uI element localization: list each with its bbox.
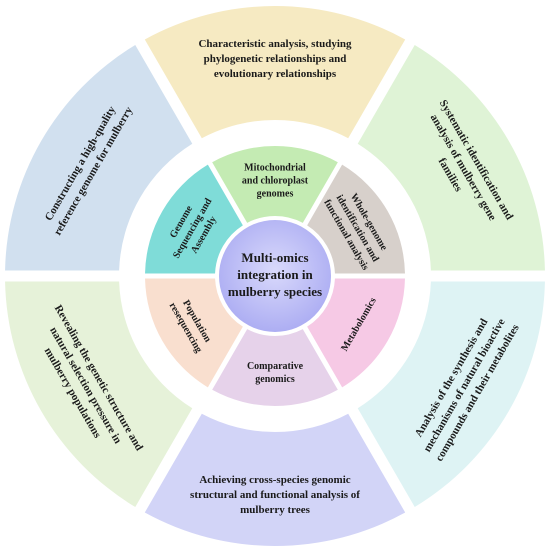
inner-label-comp: Comparative genomics — [247, 361, 304, 385]
outer-label-char-line: Characteristic analysis, studying — [198, 38, 352, 50]
inner-label-mito: Mitochondrial and chloroplast genomes — [242, 163, 309, 200]
inner-label-mito-line: and chloroplast — [242, 176, 309, 187]
center-label-line: integration in — [237, 267, 313, 282]
inner-sector-mito — [212, 146, 338, 223]
outer-sector-cross — [144, 413, 406, 546]
outer-label-cross-line: mulberry trees — [240, 504, 310, 516]
outer-label-cross-line: structural and functional analysis of — [190, 489, 360, 501]
center-label-line: Multi-omics — [241, 250, 308, 265]
outer-sector-synth — [357, 281, 545, 508]
outer-sector-char — [144, 6, 406, 139]
inner-label-comp-line: genomics — [255, 374, 295, 385]
outer-label-cross: Achieving cross-species genomic structura… — [190, 474, 360, 516]
inner-sector-comp — [212, 329, 338, 407]
inner-sector-metab — [307, 278, 405, 388]
inner-sector-wgi — [307, 164, 405, 274]
outer-label-cross-line: Achieving cross-species genomic — [199, 474, 350, 486]
outer-label-char-line: evolutionary relationships — [214, 68, 337, 80]
inner-sector-gsa — [145, 164, 243, 274]
outer-sector-construct — [5, 44, 193, 271]
inner-label-mito-line: genomes — [257, 189, 294, 200]
center-circle — [219, 220, 331, 332]
center-label: Multi-omics integration in mulberry specie… — [228, 250, 322, 299]
inner-sector-reseq — [145, 278, 243, 388]
inner-label-mito-line: Mitochondrial — [244, 163, 306, 174]
outer-sector-reveal — [5, 281, 193, 508]
inner-label-comp-line: Comparative — [247, 361, 304, 372]
outer-sector-sys — [357, 44, 545, 271]
outer-label-char: Characteristic analysis, studying phyloge… — [198, 38, 352, 80]
outer-label-char-line: phylogenetic relationships and — [204, 53, 347, 65]
center-label-line: mulberry species — [228, 284, 322, 299]
